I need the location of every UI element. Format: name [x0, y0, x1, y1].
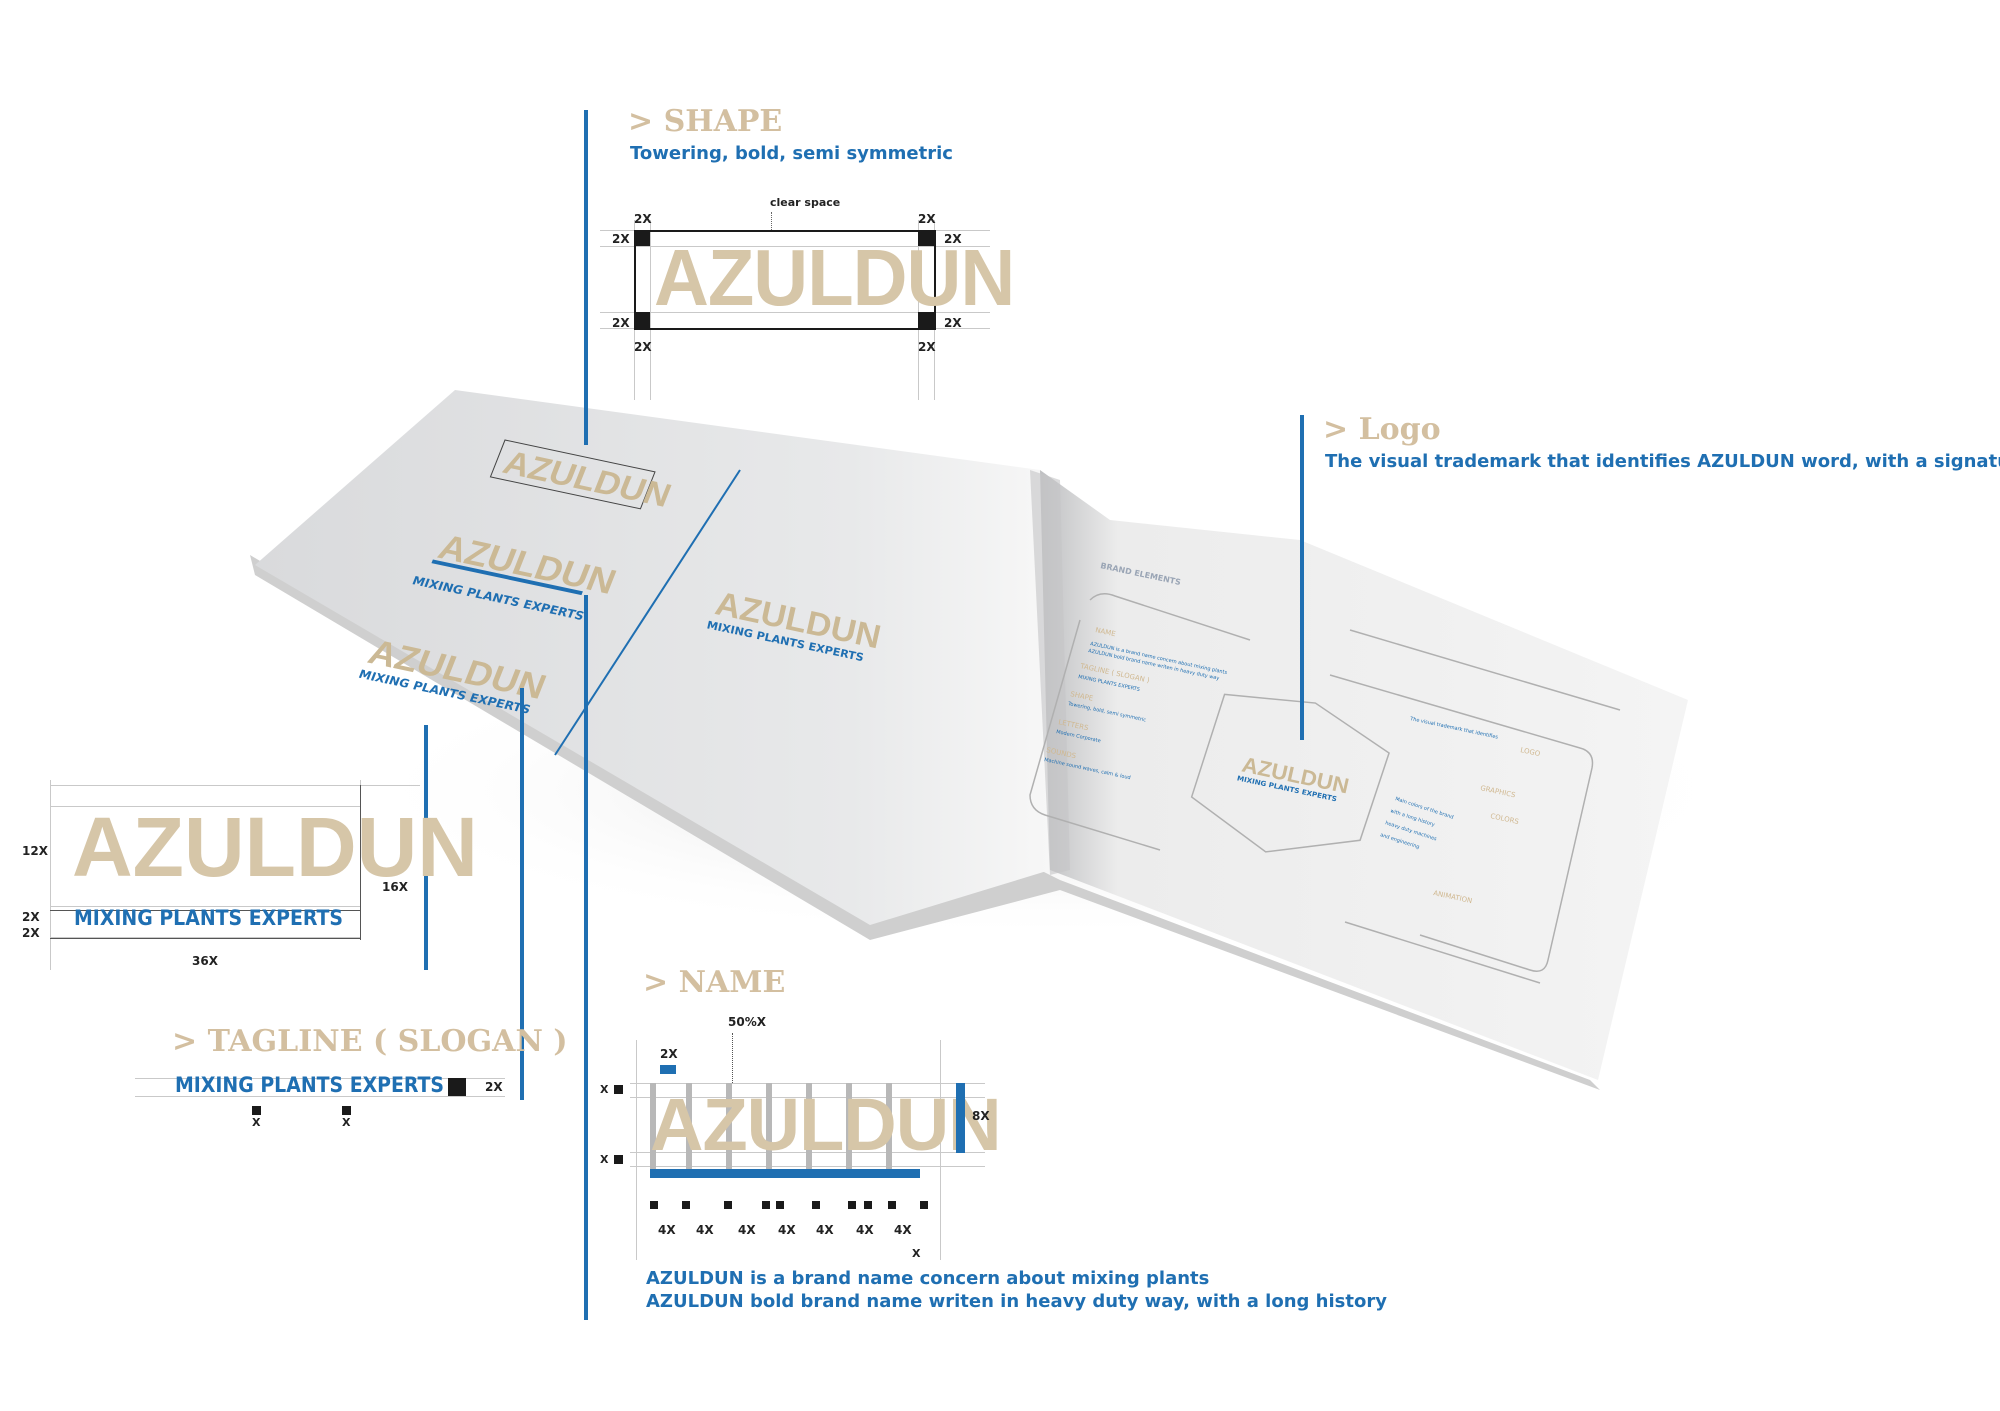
logo-heading: > Logo — [1323, 412, 1441, 447]
book-edge — [250, 555, 1600, 1090]
shape-2x-tr-right: 2X — [944, 232, 962, 246]
right-page — [1040, 470, 1688, 1080]
shape-2x-bl-bottom: 2X — [634, 340, 652, 354]
name-4x-label-1: 4X — [658, 1223, 676, 1237]
lockup-callout-line — [424, 725, 428, 970]
left-page — [255, 390, 1050, 925]
tagline-2x-label: 2X — [485, 1080, 503, 1094]
shape-2x-bl-left: 2X — [612, 316, 630, 330]
book-spine — [1030, 470, 1070, 875]
name-heading: > NAME — [643, 965, 786, 1000]
tagline-diagram: MIXING PLANTS EXPERTS 2X X X — [135, 1070, 515, 1130]
lockup-2x-label-a: 2X — [22, 910, 40, 924]
name-2x-label: 2X — [660, 1047, 678, 1061]
name-4x-label-2: 4X — [696, 1223, 714, 1237]
shape-2x-br-right: 2X — [944, 316, 962, 330]
name-baseline-bar — [650, 1169, 920, 1178]
name-wordmark: AZULDUN — [650, 1083, 1002, 1166]
lockup-wordmark: AZULDUN — [72, 800, 478, 894]
name-4x-label-3: 4X — [738, 1223, 756, 1237]
shape-wordmark: AZULDUN — [654, 233, 1015, 324]
name-50x-label: 50%X — [728, 1015, 766, 1029]
lockup-tagline: MIXING PLANTS EXPERTS — [74, 906, 344, 930]
lockup-12x-label: 12X — [22, 844, 48, 858]
lockup-2x-label-b: 2X — [22, 926, 40, 940]
lockup-36x-label: 36X — [192, 954, 218, 968]
tagline-x-label-b: X — [342, 1116, 351, 1129]
shape-2x-br-bottom: 2X — [918, 340, 936, 354]
name-callout-line — [584, 595, 588, 1320]
name-x-label-bottom: X — [600, 1153, 609, 1166]
name-x-label-end: X — [912, 1247, 921, 1260]
lockup-diagram: AZULDUN MIXING PLANTS EXPERTS 12X 16X 2X… — [20, 780, 478, 980]
shape-callout-line — [584, 110, 588, 445]
shape-diagram: AZULDUN clear space 2X 2X 2X 2X 2X 2X 2X… — [600, 190, 1015, 400]
clear-space-label: clear space — [770, 196, 841, 209]
name-4x-label-4: 4X — [778, 1223, 796, 1237]
name-description-line1: AZULDUN is a brand name concern about mi… — [646, 1268, 1210, 1289]
name-8x-label: 8X — [972, 1109, 990, 1123]
name-height-bar — [956, 1083, 965, 1153]
lockup-16x-label: 16X — [382, 880, 408, 894]
shape-2x-tr-top: 2X — [918, 212, 936, 226]
tagline-x-label-a: X — [252, 1116, 261, 1129]
name-x-label-top: X — [600, 1083, 609, 1096]
clear-space-box — [634, 230, 936, 330]
shape-2x-tl-top: 2X — [634, 212, 652, 226]
name-description-line2: AZULDUN bold brand name writen in heavy … — [646, 1291, 1387, 1312]
shape-description: Towering, bold, semi symmetric — [630, 143, 953, 164]
name-4x-label-5: 4X — [816, 1223, 834, 1237]
logo-callout-line — [1300, 415, 1304, 740]
name-4x-label-7: 4X — [894, 1223, 912, 1237]
tagline-text: MIXING PLANTS EXPERTS — [175, 1073, 445, 1097]
name-diagram: AZULDUN 8X 2X 50%X X X 4X 4X 4X 4X 4X 4X… — [600, 1005, 1002, 1265]
shape-2x-tl-left: 2X — [612, 232, 630, 246]
logo-description: The visual trademark that identifies AZU… — [1325, 451, 2000, 472]
shape-heading: > SHAPE — [628, 104, 783, 139]
tagline-callout-line — [520, 688, 524, 1100]
tagline-heading: > TAGLINE ( SLOGAN ) — [172, 1024, 568, 1059]
name-4x-label-6: 4X — [856, 1223, 874, 1237]
